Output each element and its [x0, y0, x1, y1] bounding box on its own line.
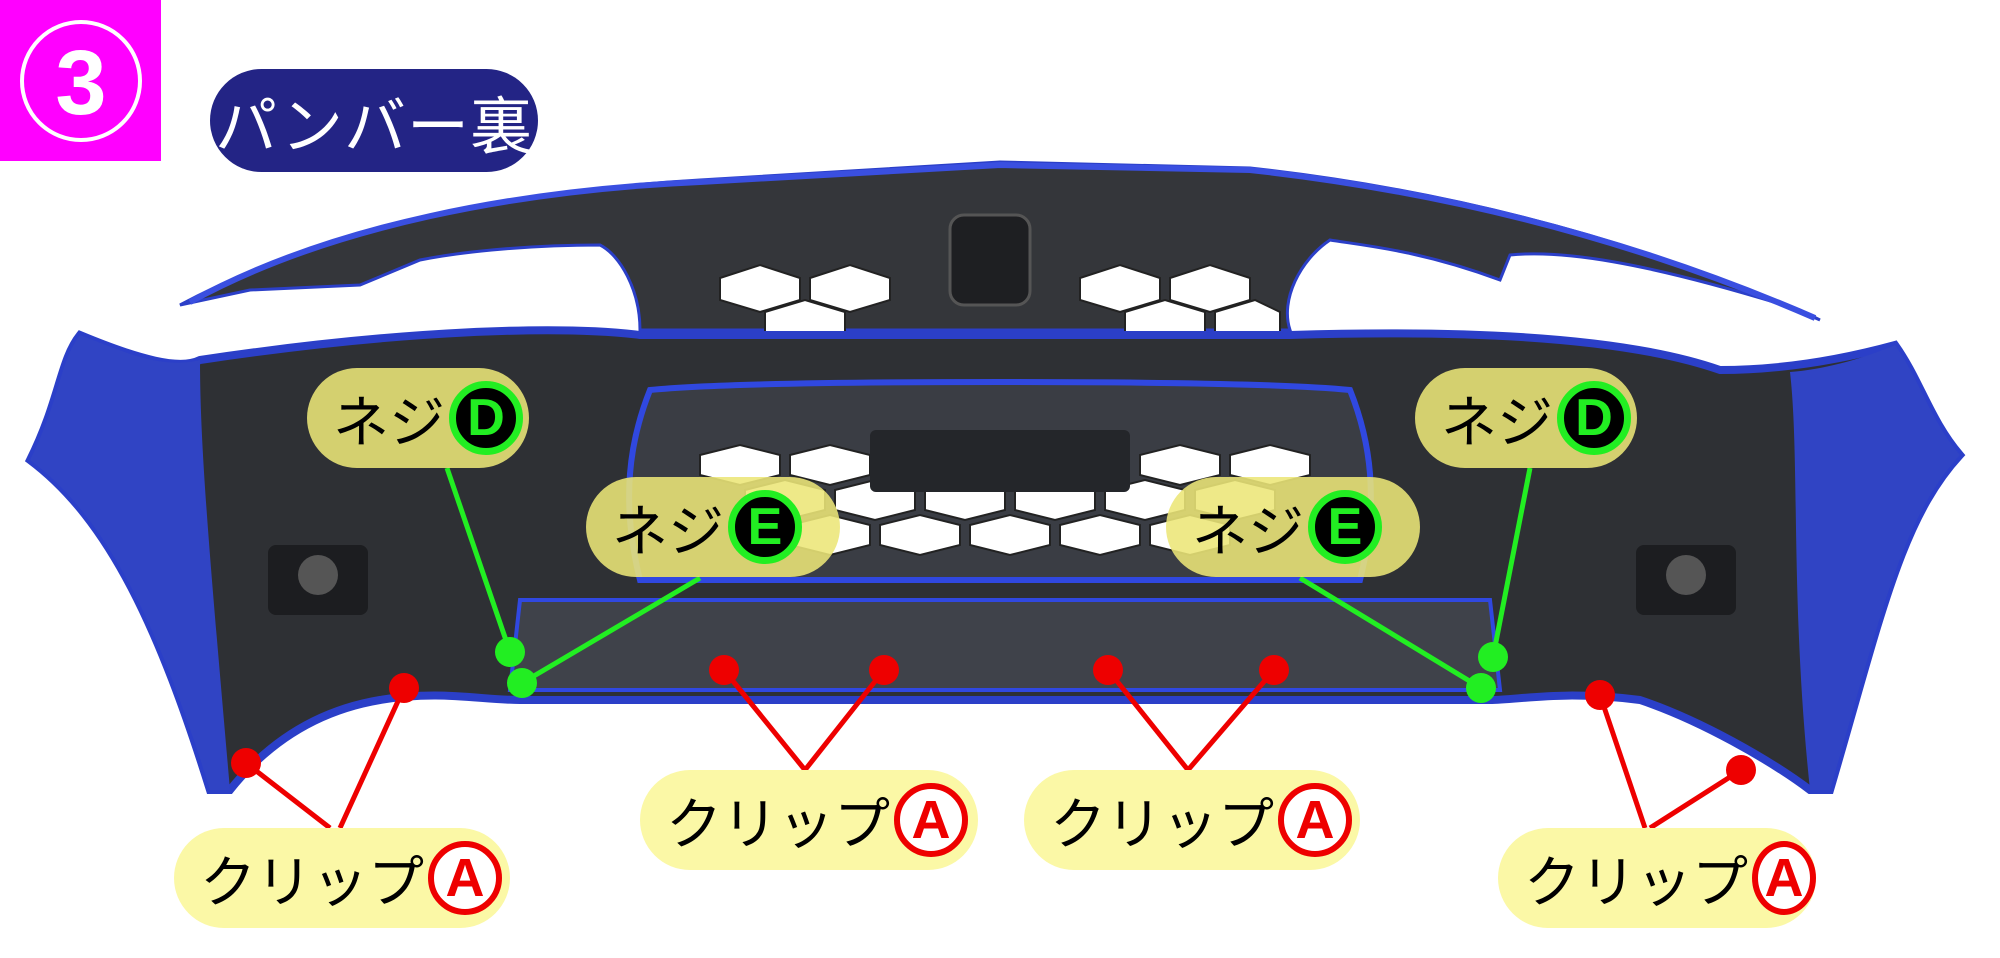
- right-fog-lamp-mount: [1636, 545, 1736, 615]
- left-side-panel: [30, 335, 230, 790]
- label-clip-a-far-right: クリップ A: [1498, 828, 1816, 928]
- screw-d-marker-icon: D: [449, 381, 523, 455]
- screw-e-point-right: [1466, 673, 1496, 703]
- label-text: クリップ: [1524, 850, 1748, 916]
- label-text: クリップ: [666, 792, 890, 858]
- screw-e-marker-icon: E: [728, 490, 802, 564]
- clip-points: [231, 655, 1756, 785]
- page-title-pill: パンバー裏: [210, 69, 538, 172]
- screw-points: [495, 637, 1508, 703]
- clip-leader-lines: [244, 668, 1743, 831]
- label-clip-a-far-left: クリップ A: [174, 828, 510, 928]
- screw-d-marker-icon: D: [1557, 381, 1631, 455]
- left-fog-lamp-mount: [268, 545, 368, 615]
- label-text: ネジ: [1192, 499, 1304, 565]
- screw-leader-lines: [444, 467, 1533, 691]
- screw-d-point-left: [495, 637, 525, 667]
- step-number: 3: [55, 32, 107, 134]
- upper-edge-blue: [188, 161, 1817, 321]
- page-title: パンバー裏: [214, 89, 534, 163]
- label-screw-e-left: ネジ E: [586, 477, 840, 577]
- clip-a-marker-icon: A: [894, 783, 968, 857]
- label-screw-e-right: ネジ E: [1166, 477, 1420, 577]
- right-side-panel: [1790, 345, 1960, 790]
- clip-a-marker-icon: A: [1278, 783, 1352, 857]
- screw-d-point-right: [1478, 642, 1508, 672]
- step-badge: 3: [0, 0, 161, 161]
- emblem-mount: [948, 213, 1032, 307]
- clip-a-marker-icon: A: [428, 841, 502, 915]
- label-text: ネジ: [333, 390, 445, 456]
- lower-undertray: [507, 598, 1503, 692]
- label-text: ネジ: [1441, 390, 1553, 456]
- screw-e-marker-icon: E: [1308, 490, 1382, 564]
- label-text: クリップ: [200, 850, 424, 916]
- label-clip-a-mid-left: クリップ A: [640, 770, 978, 870]
- step-number-circle: 3: [20, 20, 142, 142]
- label-screw-d-left: ネジ D: [307, 368, 529, 468]
- label-text: ネジ: [612, 499, 724, 565]
- label-screw-d-right: ネジ D: [1415, 368, 1637, 468]
- label-text: クリップ: [1050, 792, 1274, 858]
- label-clip-a-mid-right: クリップ A: [1024, 770, 1360, 870]
- clip-a-marker-icon: A: [1752, 841, 1816, 915]
- sensor-bracket: [870, 430, 1130, 492]
- screw-e-point-left: [507, 668, 537, 698]
